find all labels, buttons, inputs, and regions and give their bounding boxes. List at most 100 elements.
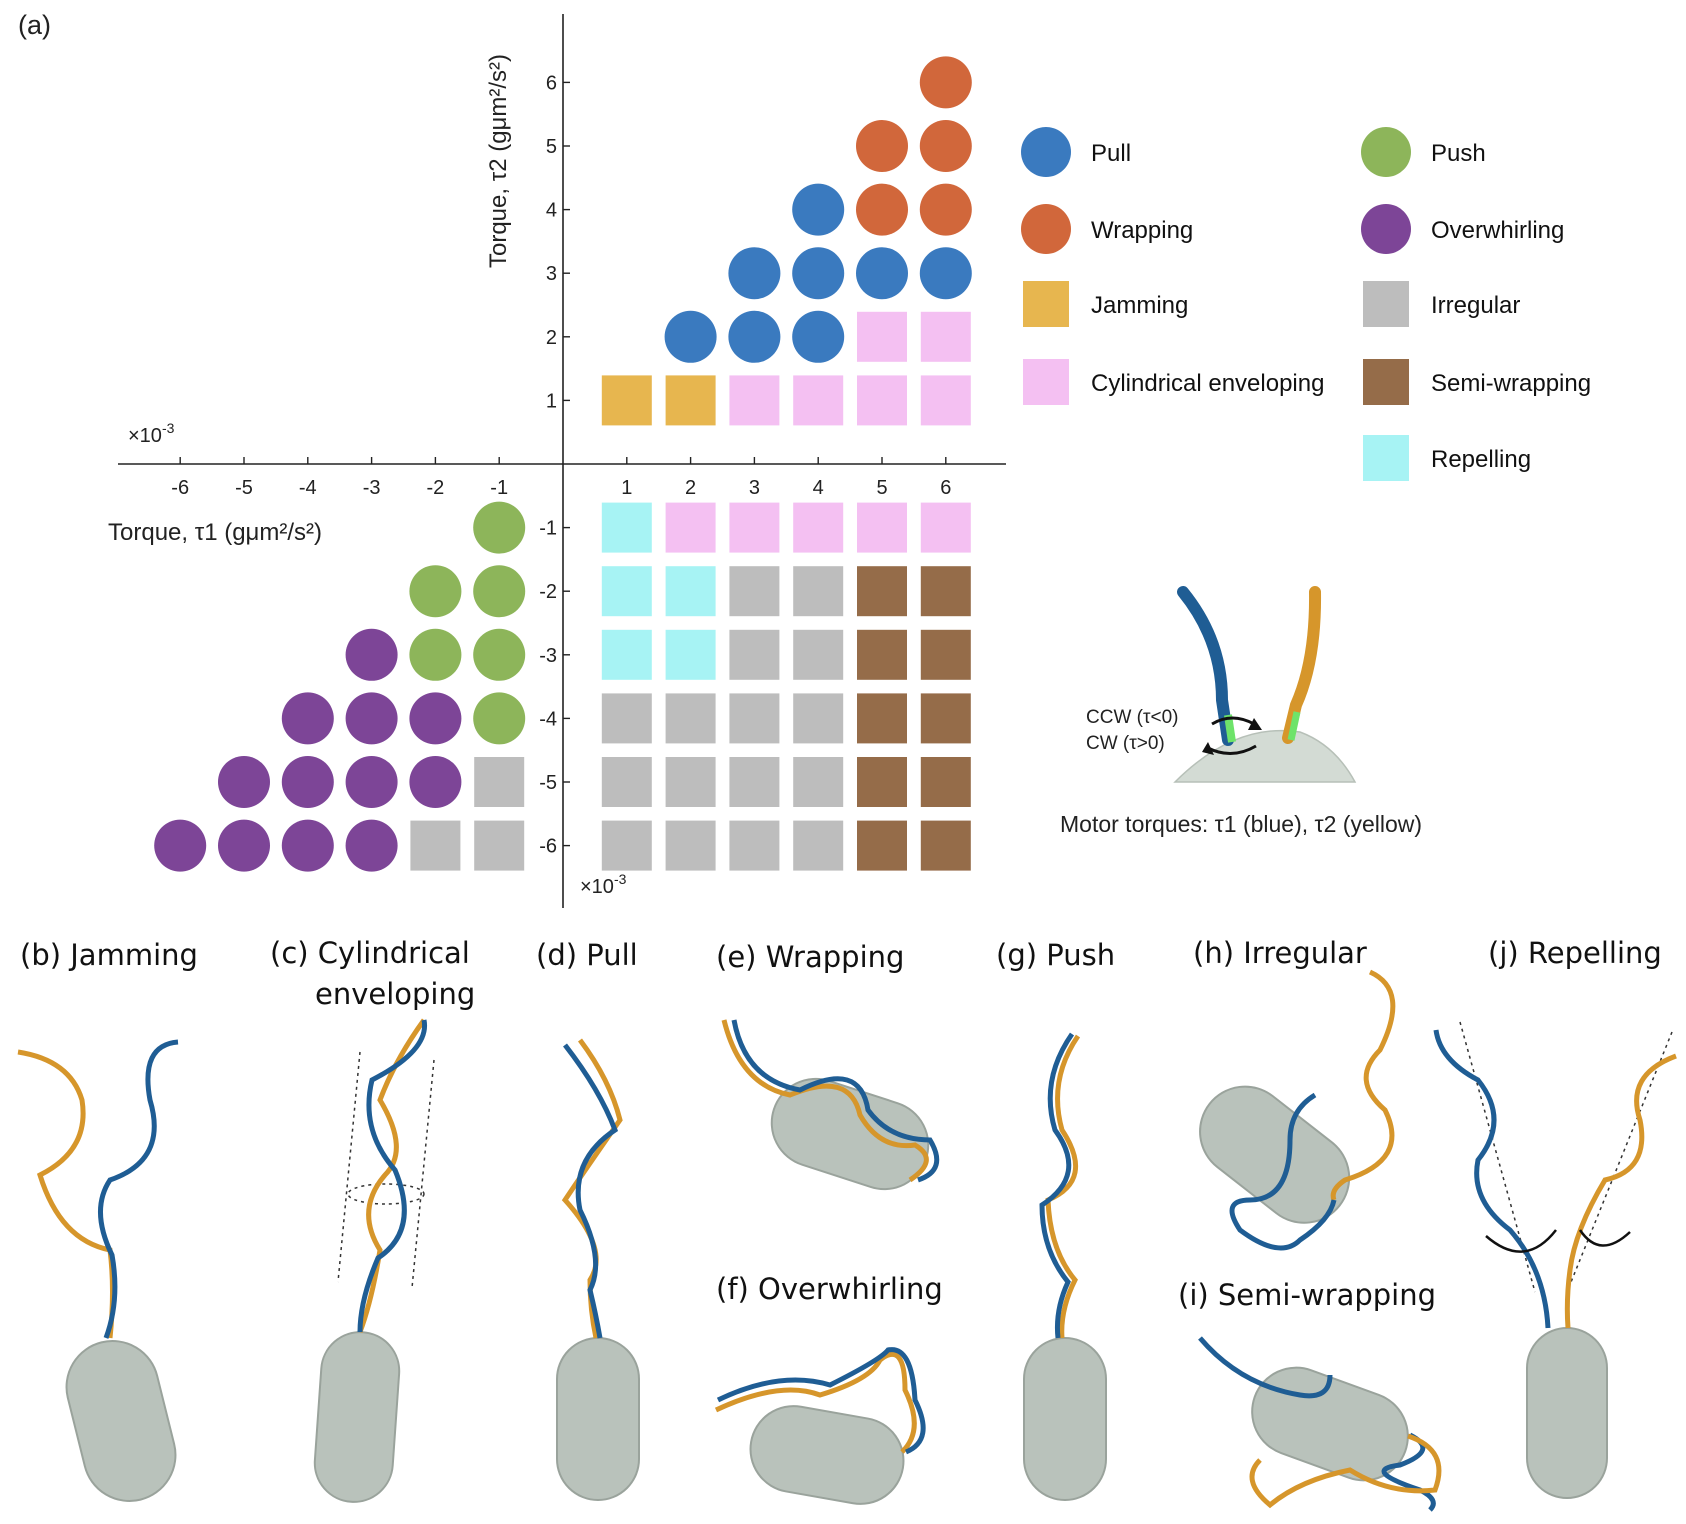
cell-body-cap: [1173, 729, 1357, 783]
marker-cylindrical-enveloping: [857, 375, 907, 426]
marker-irregular: [665, 820, 716, 871]
panel-c-illustration: [313, 1018, 435, 1503]
panel-d-title: (d) Pull: [536, 938, 638, 972]
ccw-arrow-icon: [1211, 716, 1255, 726]
ccw-label: CCW (τ<0): [1086, 707, 1178, 728]
x-tick-label: 3: [749, 477, 760, 499]
y-tick-label: 5: [546, 136, 557, 158]
marker-cylindrical-enveloping: [729, 375, 780, 426]
marker-wrapping: [919, 120, 972, 172]
marker-irregular: [601, 693, 652, 744]
blue-flagellum: [357, 1019, 428, 1333]
panel-f-title: (f) Overwhirling: [716, 1272, 943, 1306]
x-tick-label: 4: [813, 477, 824, 499]
marker-cylindrical-enveloping: [920, 375, 971, 426]
panel-c-title: (c) Cylindrical: [270, 936, 470, 970]
legend-label-cylindrical-enveloping: Cylindrical enveloping: [1091, 370, 1324, 397]
legend-label-repelling: Repelling: [1431, 446, 1531, 473]
marker-pull: [664, 310, 717, 363]
marker-push: [473, 501, 526, 554]
marker-overwhirling: [409, 756, 462, 808]
marker-irregular: [793, 693, 844, 744]
marker-overwhirling: [345, 819, 398, 872]
legend-swatch-cylindrical-enveloping: [1023, 359, 1069, 405]
marker-irregular: [665, 693, 716, 744]
panel-i-illustration: [1198, 1336, 1442, 1512]
marker-overwhirling: [345, 692, 398, 745]
marker-irregular: [474, 820, 525, 871]
legend-swatch-jamming: [1023, 281, 1069, 327]
blue-flagellum: [1229, 1092, 1337, 1251]
legend-swatch-semi-wrapping: [1363, 359, 1409, 405]
marker-cylindrical-enveloping: [920, 311, 971, 362]
marker-cylindrical-enveloping: [857, 311, 907, 362]
blue-flagellum: [563, 1043, 619, 1339]
marker-irregular: [729, 566, 780, 617]
marker-pull: [792, 247, 845, 300]
marker-irregular: [601, 757, 652, 807]
legend-swatch-irregular: [1363, 281, 1409, 327]
marker-semi-wrapping: [920, 693, 971, 744]
legend-label-wrapping: Wrapping: [1091, 217, 1193, 244]
y-axis-label: Torque, τ2 (gμm²/s²): [485, 54, 512, 268]
cw-label: CW (τ>0): [1086, 733, 1165, 754]
panel-c-title-line2: enveloping: [315, 977, 475, 1011]
x-tick-label: 6: [940, 477, 951, 499]
marker-push: [473, 628, 526, 681]
marker-irregular: [410, 820, 461, 871]
marker-repelling: [601, 502, 652, 553]
marker-overwhirling: [218, 756, 270, 808]
y-tick-label: 3: [546, 263, 557, 285]
cell-body: [1199, 1085, 1351, 1224]
legend-swatch-repelling: [1363, 435, 1409, 481]
yellow-flagellum: [17, 1049, 115, 1339]
marker-irregular: [729, 629, 780, 680]
y-tick-label: -5: [539, 772, 557, 794]
marker-overwhirling: [345, 756, 398, 808]
marker-irregular: [665, 757, 716, 807]
inset-caption: Motor torques: τ1 (blue), τ2 (yellow): [1060, 811, 1422, 837]
marker-push: [409, 565, 462, 618]
x-tick-label: 2: [685, 477, 696, 499]
marker-irregular: [793, 820, 844, 871]
marker-wrapping: [856, 183, 908, 236]
panel-e-title: (e) Wrapping: [716, 940, 904, 974]
marker-pull: [856, 247, 908, 300]
panel-i-title: (i) Semi-wrapping: [1178, 1278, 1436, 1312]
marker-semi-wrapping: [920, 820, 971, 871]
blue-flagellum: [1381, 1432, 1436, 1512]
marker-overwhirling: [281, 819, 334, 872]
envelope-dashed-line: [337, 1051, 361, 1283]
rotation-arrow-icon: [1485, 1229, 1557, 1253]
blue-flagellum: [1177, 586, 1234, 746]
marker-repelling: [601, 566, 652, 617]
x-axis-label: Torque, τ1 (gμm²/s²): [108, 519, 322, 546]
panel-a-label: (a): [18, 10, 51, 40]
legend-swatch-push: [1361, 127, 1411, 177]
panel-e-illustration: [721, 1019, 940, 1191]
yellow-flagellum: [1330, 969, 1396, 1201]
yellow-flagellum: [721, 1019, 929, 1183]
panel-b-title: (b) Jamming: [20, 938, 198, 972]
x-tick-label: -1: [490, 477, 508, 499]
x-tick-label: 1: [621, 477, 632, 499]
marker-semi-wrapping: [920, 757, 971, 807]
marker-push: [409, 628, 462, 681]
yellow-flagellum: [1249, 1433, 1442, 1509]
yellow-flagellum: [1564, 1053, 1677, 1329]
marker-overwhirling: [345, 628, 398, 681]
y-tick-label: -4: [539, 708, 557, 730]
cell-body: [1526, 1327, 1608, 1499]
panel-d-illustration: [556, 1038, 640, 1501]
cell-body: [749, 1405, 905, 1505]
marker-overwhirling: [281, 756, 334, 808]
x-tick-label: 5: [876, 477, 887, 499]
marker-irregular: [729, 820, 780, 871]
marker-wrapping: [919, 183, 972, 236]
marker-semi-wrapping: [857, 693, 907, 744]
blue-flagellum: [1433, 1029, 1551, 1329]
y-tick-label: 1: [546, 390, 557, 412]
axis-dashed-line: [1566, 1031, 1673, 1293]
